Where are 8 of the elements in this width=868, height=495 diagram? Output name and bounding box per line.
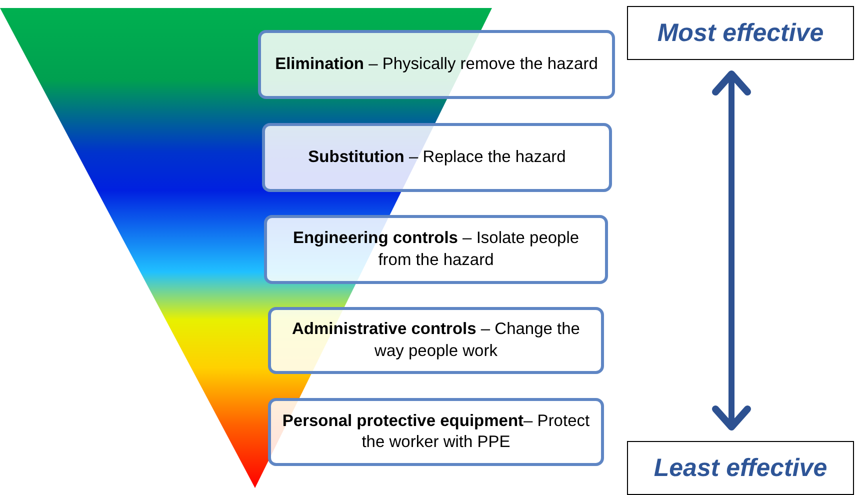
- control-level-box: Personal protective equipment– Protect the worker with PPE: [268, 398, 604, 466]
- control-level-box: Substitution – Replace the hazard: [262, 123, 612, 192]
- control-level-box: Administrative controls – Change the way people work: [268, 307, 604, 374]
- scale-end-label: Most effective: [627, 6, 854, 60]
- control-level-box: Elimination – Physically remove the hazard: [258, 30, 615, 99]
- scale-end-label: Least effective: [627, 441, 854, 495]
- control-level-box: Engineering controls – Isolate people from the hazard: [264, 215, 608, 284]
- double-arrow: [712, 70, 751, 430]
